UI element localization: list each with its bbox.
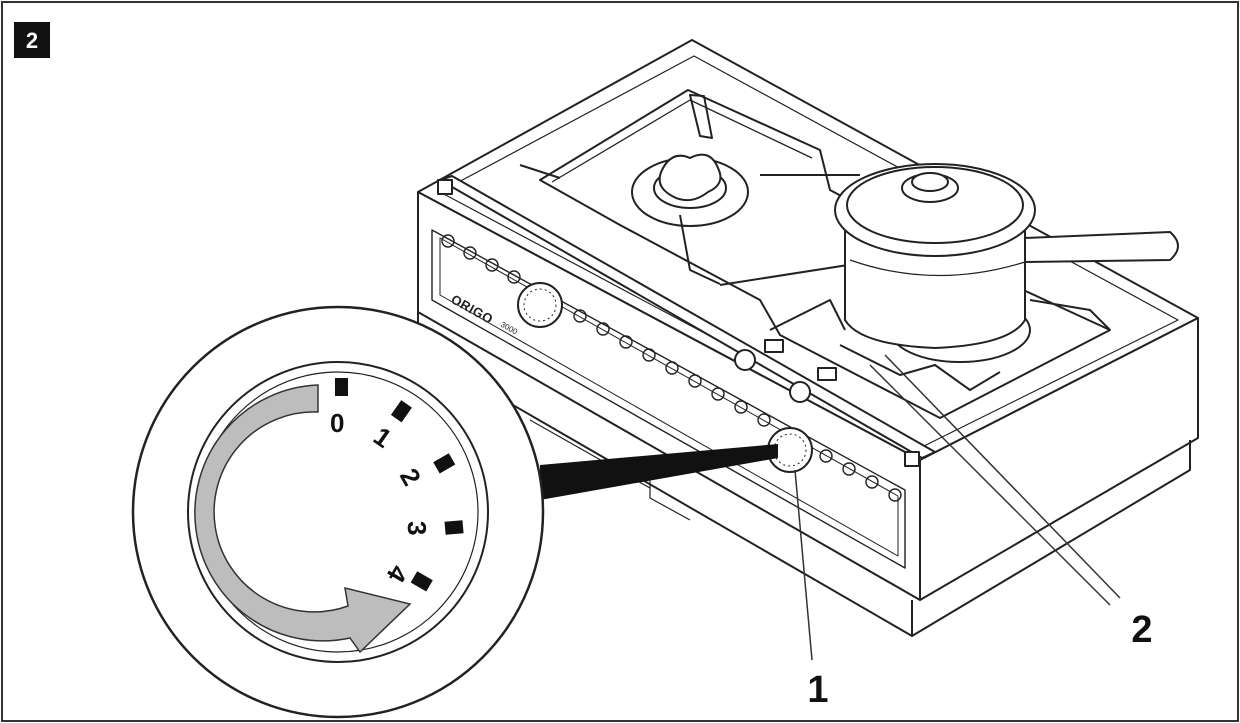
callout-leaders [794, 354, 1121, 661]
dial-mark-0 [335, 378, 348, 396]
stove-base-right [911, 440, 1191, 637]
vent-holes [441, 234, 902, 502]
figure-number-badge: 2 [14, 22, 50, 58]
lid-knob-top [911, 172, 949, 192]
leader-1 [794, 469, 813, 661]
burner-knob-left [517, 282, 563, 328]
leader-2a [869, 364, 1111, 606]
burner-knob-right-ticks [773, 433, 807, 467]
front-rail [439, 175, 936, 459]
grate-finger-top [689, 94, 713, 139]
grate-foot-1 [764, 339, 784, 353]
grate-foot-2 [817, 367, 837, 381]
dial-mark-3 [444, 520, 464, 535]
control-panel-inner [439, 237, 899, 557]
callout-2: 2 [1131, 609, 1152, 651]
control-panel-inset [431, 229, 906, 569]
grate-finger-front [679, 214, 721, 285]
dial-mark-1 [390, 400, 412, 423]
burner-rear [631, 153, 749, 227]
saucepan-handle [1024, 231, 1179, 263]
zoom-cone [540, 444, 778, 500]
burner-knob-left-ticks [523, 288, 557, 322]
dial-mark-4 [410, 571, 433, 592]
saucepan [834, 163, 1179, 363]
callout-1: 1 [807, 669, 828, 711]
dial-mark-2 [433, 453, 456, 474]
saucepan-lid [846, 166, 1024, 244]
burner-rear-cap [658, 153, 722, 202]
dial-magnified: 0 1 2 3 4 [131, 305, 545, 719]
grate-front-finger [769, 299, 846, 331]
rail-knob-2 [789, 381, 811, 403]
dial-label-0: 0 [330, 408, 344, 438]
saucepan-band [849, 259, 1026, 277]
grate-finger-left [519, 164, 561, 179]
figure-number-bg [14, 22, 50, 58]
grate-front-bar [839, 344, 1001, 391]
grate-outer-inner [551, 99, 813, 183]
rotation-arrow [194, 384, 412, 654]
dial-label-3: 3 [402, 520, 432, 536]
grate-right-bar [1029, 299, 1111, 331]
rail-bracket-left [437, 179, 453, 195]
rail-bracket-right [904, 451, 920, 467]
stove-right-face [919, 317, 1199, 601]
grate-front [764, 299, 1111, 391]
leader-2b [884, 354, 1121, 599]
figure-number: 2 [26, 28, 38, 53]
rail-knob-1 [734, 349, 756, 371]
